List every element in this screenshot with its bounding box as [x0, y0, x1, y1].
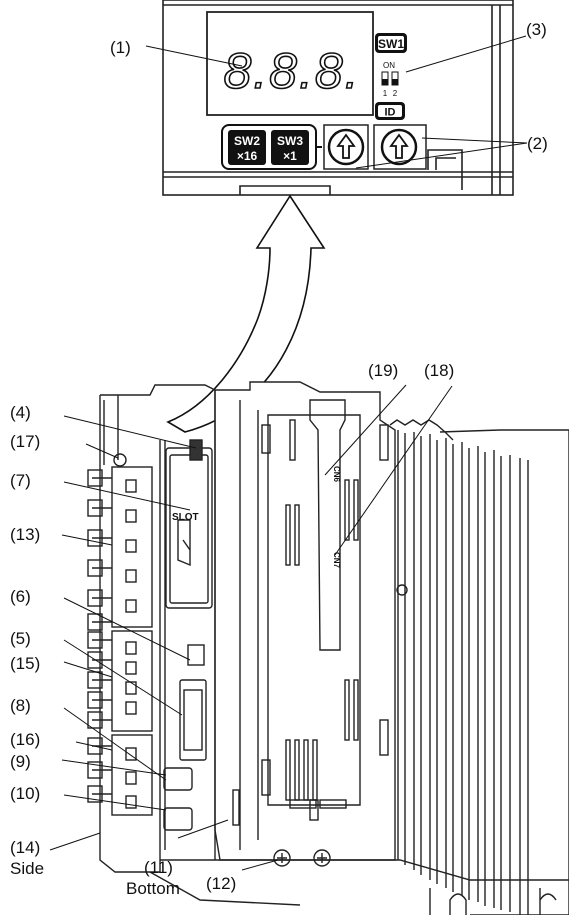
id-label: ID	[385, 107, 396, 119]
sw2-badge	[228, 130, 266, 165]
sw2-label-2: ×16	[237, 149, 258, 163]
callout-6: (6)	[10, 587, 31, 606]
callout-1: (1)	[110, 38, 131, 57]
callout-16: (16)	[10, 730, 41, 749]
callout-15: (15)	[10, 654, 41, 673]
dip-switch[interactable]: ON 1 2	[381, 61, 399, 98]
callout-4: (4)	[10, 403, 31, 422]
callout-10: (10)	[10, 784, 41, 803]
dip-pos-2: 2	[393, 89, 398, 98]
leader-lines-top	[145, 35, 528, 169]
callout-3: (3)	[526, 20, 547, 39]
callout-17: (17)	[10, 432, 41, 451]
callout-8: (8)	[10, 696, 31, 715]
seven-segment-display	[206, 11, 374, 116]
callout-14: (14)	[10, 838, 41, 857]
leader-lines-device	[49, 384, 453, 871]
arrow-up-icon	[389, 133, 409, 159]
slot-label: SLOT	[172, 512, 199, 523]
callout-9: (9)	[10, 752, 31, 771]
callout-13: (13)	[10, 525, 41, 544]
display-digits: 8.8.8.	[223, 43, 360, 99]
sw3-label-2: ×1	[283, 149, 297, 163]
cn7-label: CN7	[332, 552, 341, 569]
sw3-label-1: SW3	[277, 134, 303, 148]
rotary-switch-sw3[interactable]	[373, 124, 427, 170]
sw2-label-1: SW2	[234, 134, 260, 148]
callout-7: (7)	[10, 471, 31, 490]
callout-19: (19)	[368, 361, 399, 380]
rotary-switch-sw2[interactable]	[323, 124, 369, 170]
callout-18: (18)	[424, 361, 455, 380]
device-body	[87, 381, 569, 915]
sw3-badge	[271, 130, 309, 165]
side-label: Side	[10, 859, 45, 878]
cn6-label: CN6	[332, 466, 341, 483]
callout-11: (11)	[144, 858, 173, 877]
dip-on-label: ON	[383, 61, 395, 70]
callout-5: (5)	[10, 629, 31, 648]
sw1-label: SW1	[378, 37, 404, 51]
callout-2: (2)	[527, 134, 548, 153]
dip-pos-1: 1	[383, 89, 388, 98]
callout-12: (12)	[206, 874, 237, 893]
bottom-label: Bottom	[126, 879, 180, 898]
arrow-up-icon	[336, 133, 356, 159]
